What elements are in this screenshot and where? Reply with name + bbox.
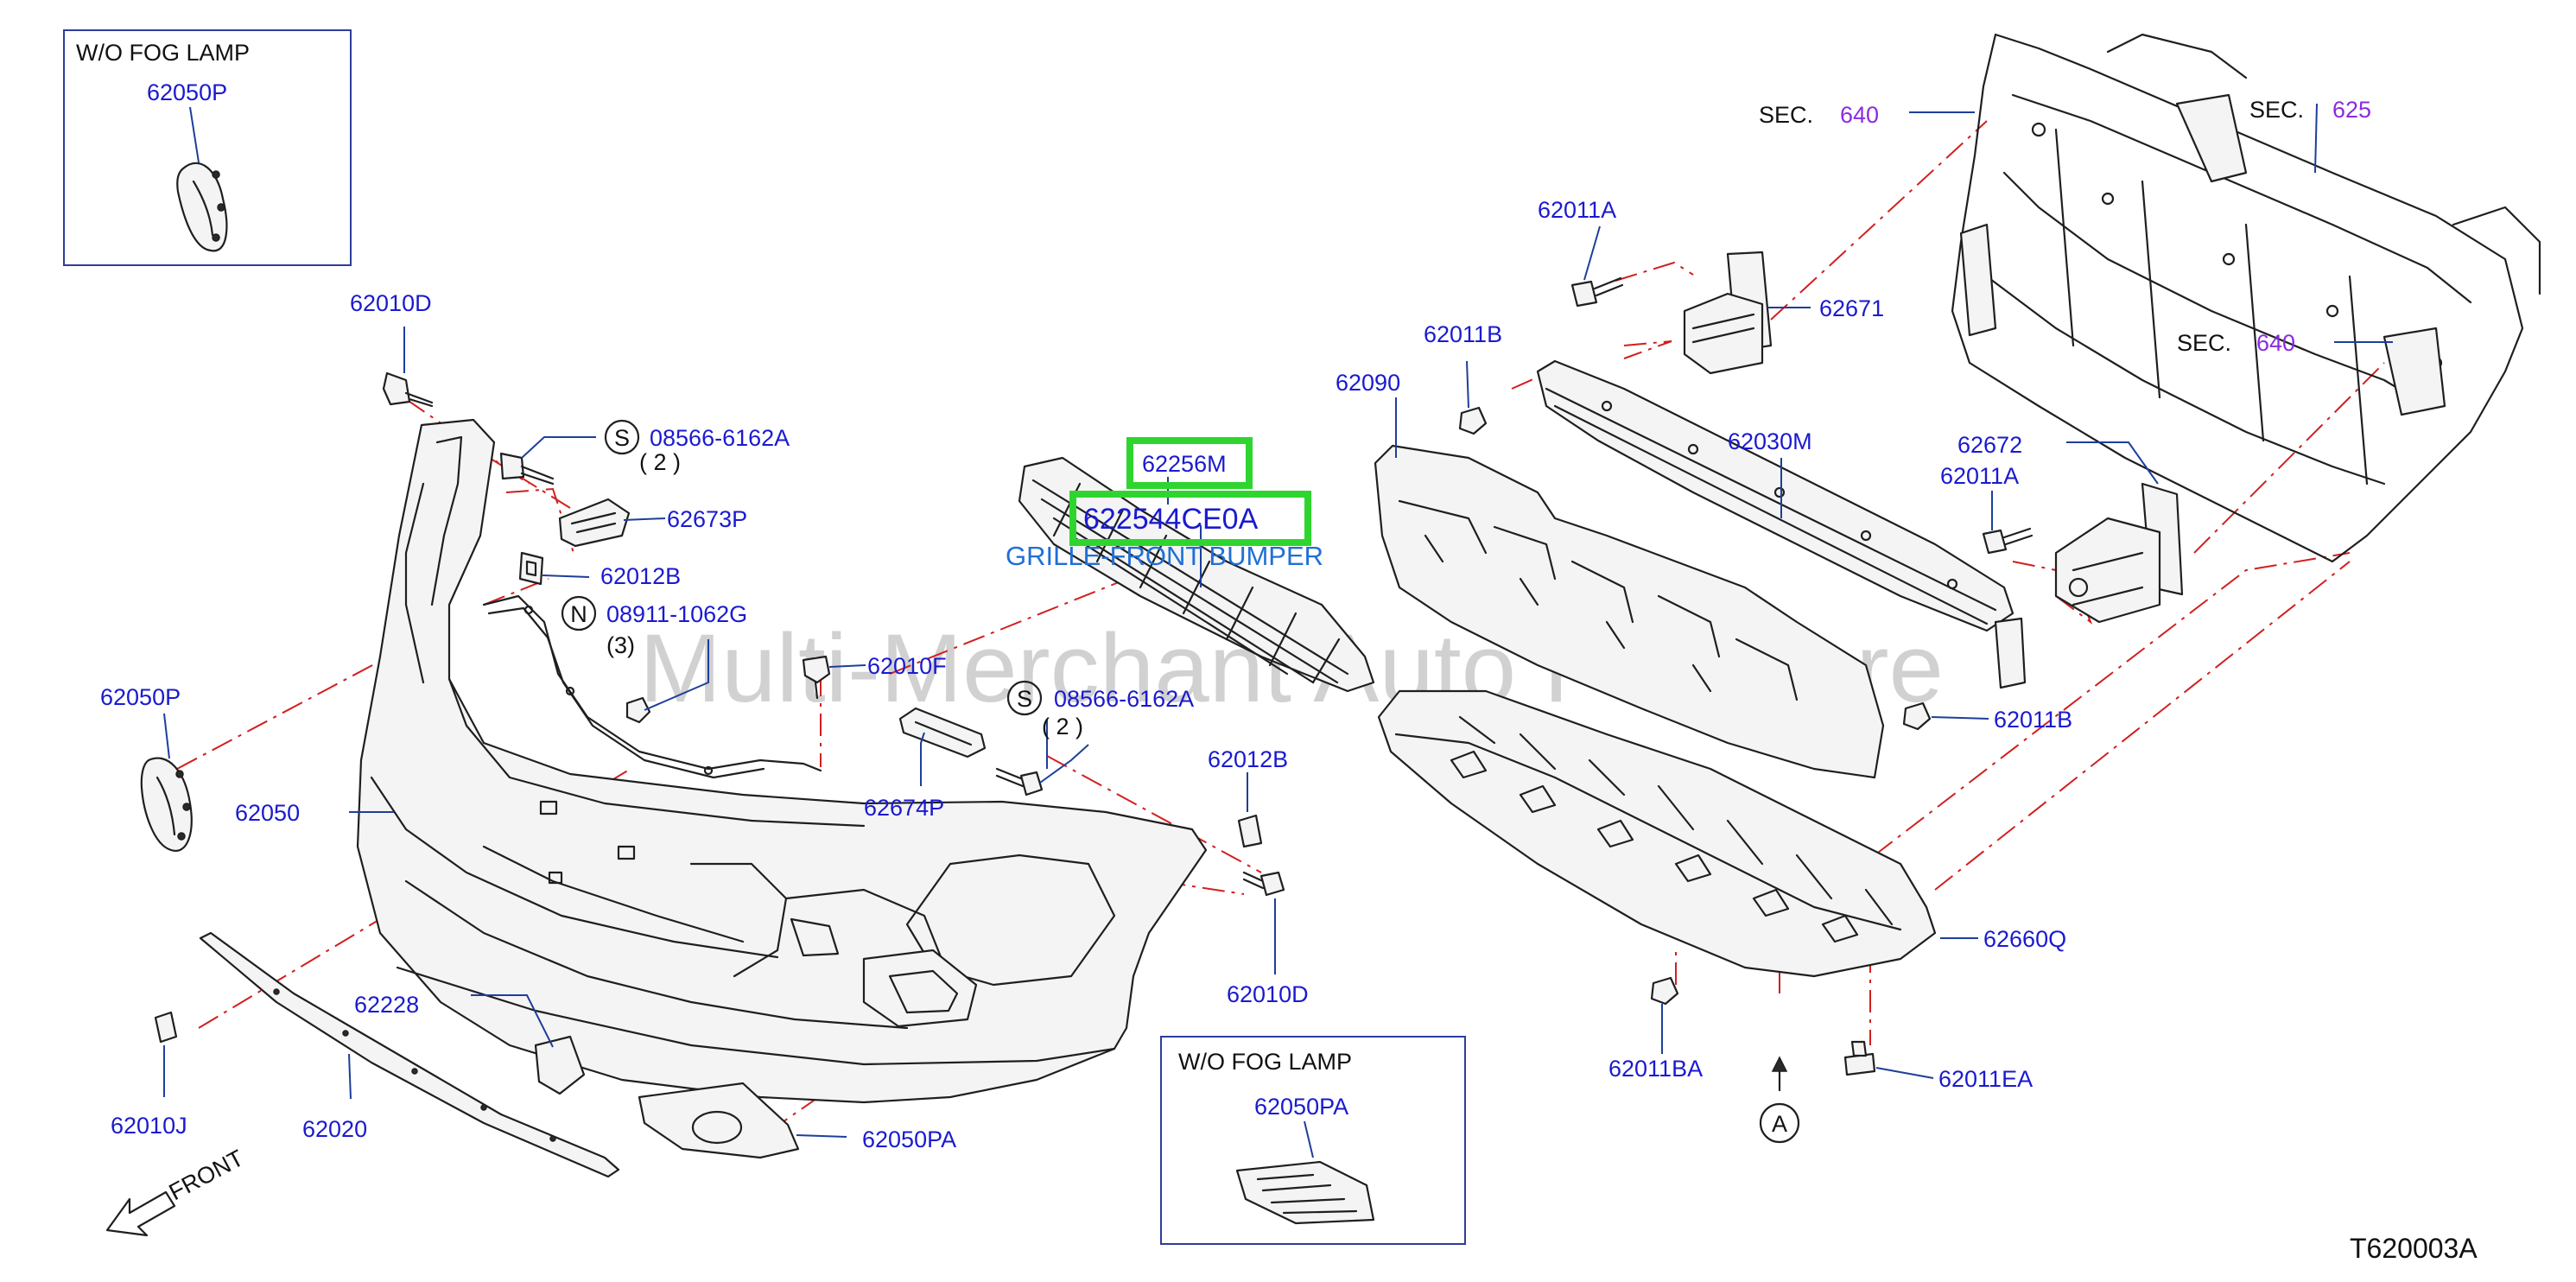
ref-n-letter: N — [570, 601, 587, 627]
bolt-62010D-top-part — [382, 371, 434, 408]
wo-fog-lamp-inset-top — [63, 29, 352, 266]
front-bumper-fascia-62050-part — [356, 418, 1208, 1104]
tow-hook-cap-62228-part — [534, 1035, 586, 1095]
clip-62011EA-part — [1843, 1040, 1876, 1076]
grille-front-bumper-part — [1018, 456, 1375, 693]
front-direction-label: FRONT — [165, 1145, 248, 1205]
leader-lines — [163, 103, 2393, 1138]
part-62012B-right[interactable]: 62012B — [1208, 746, 1288, 772]
view-a-arrow-icon — [1771, 1056, 1788, 1092]
part-62256M[interactable]: 62256M — [1142, 451, 1227, 477]
screw-08566-6162A-left-part — [499, 452, 555, 486]
bracket-62671-part — [1683, 251, 1773, 375]
part-62050PA[interactable]: 62050PA — [862, 1127, 956, 1152]
ref-s-letter-1: S — [614, 425, 630, 451]
part-62050[interactable]: 62050 — [235, 800, 300, 826]
screw-08566-6162A-right-part — [995, 767, 1044, 796]
part-62010J[interactable]: 62010J — [111, 1113, 187, 1139]
part-62671[interactable]: 62671 — [1819, 295, 1884, 321]
part-62011B-top[interactable]: 62011B — [1424, 321, 1502, 347]
fog-cover-62050PA-part — [638, 1082, 800, 1159]
screw-62010D-right-part — [1242, 871, 1285, 897]
bracket-62673P-part — [558, 498, 631, 548]
sec-label-2: SEC. — [2249, 97, 2304, 123]
bolt-62011A-top-part — [1570, 276, 1624, 308]
qty-08566-right: ( 2 ) — [1042, 714, 1083, 739]
wo-fog-lamp-label-bottom: W/O FOG LAMP — [1178, 1049, 1352, 1075]
part-62010F[interactable]: 62010F — [867, 653, 947, 679]
ref-a-letter: A — [1772, 1111, 1787, 1137]
radiator-core-support-part — [1951, 33, 2541, 563]
energy-absorber-62090-part — [1374, 444, 1885, 779]
nut-62011BA-part — [1650, 976, 1679, 1006]
qty-08566-left: ( 2 ) — [639, 449, 681, 475]
upper-retainer-part — [482, 594, 822, 779]
part-62050PA-inset[interactable]: 62050PA — [1254, 1094, 1348, 1120]
fog-cover-62050P-inset-part — [176, 162, 228, 252]
bumper-reinforcement-62030M-part — [1536, 359, 2027, 689]
highlight-62254 — [1069, 491, 1311, 546]
part-62011BA[interactable]: 62011BA — [1608, 1056, 1703, 1082]
sec-625[interactable]: 625 — [2332, 97, 2371, 123]
part-62011EA[interactable]: 62011EA — [1938, 1066, 2033, 1092]
lower-molding-62020-part — [199, 931, 620, 1178]
leader-62050PA-inset — [1304, 1120, 1314, 1158]
diagram-code: T620003A — [2350, 1233, 2478, 1264]
sec-640-right[interactable]: 640 — [2256, 330, 2295, 356]
clip-62012B-left-part — [518, 551, 544, 586]
ref-s-circle-1 — [604, 419, 640, 455]
nut-62011B-top-part — [1458, 406, 1488, 435]
part-62673P[interactable]: 62673P — [667, 506, 747, 532]
fog-cover-62050PA-inset-part — [1235, 1160, 1375, 1225]
undercover-62660Q-part — [1377, 689, 1937, 978]
part-08911-1062G[interactable]: 08911-1062G — [606, 601, 747, 627]
part-62020[interactable]: 62020 — [302, 1116, 367, 1142]
highlight-62256M — [1126, 437, 1253, 489]
sec-640-top[interactable]: 640 — [1840, 102, 1879, 128]
leader-62050P-inset — [189, 106, 200, 163]
bracket-62672-part — [2054, 482, 2184, 624]
clip-62012B-right-part — [1237, 814, 1263, 848]
clip-62010F-part — [802, 655, 831, 700]
wo-fog-lamp-inset-bottom — [1160, 1036, 1466, 1245]
part-62050P-left[interactable]: 62050P — [100, 684, 181, 710]
nut-08911-1062G-part — [625, 696, 651, 724]
ref-s-letter-2: S — [1017, 686, 1032, 712]
qty-08911: (3) — [606, 632, 635, 658]
sec-label-3: SEC. — [2177, 330, 2231, 356]
front-arrow-icon — [105, 1190, 176, 1237]
part-62030M[interactable]: 62030M — [1728, 428, 1812, 454]
part-08566-6162A-left[interactable]: 08566-6162A — [650, 425, 790, 451]
part-08566-6162A-right[interactable]: 08566-6162A — [1054, 686, 1194, 712]
ref-s-circle-2 — [1006, 680, 1043, 716]
ref-a-circle — [1759, 1102, 1800, 1144]
part-62011B-right[interactable]: 62011B — [1994, 707, 2072, 733]
part-62090[interactable]: 62090 — [1336, 370, 1400, 396]
ref-n-circle — [561, 595, 597, 631]
nut-62011B-right-part — [1902, 701, 1932, 731]
part-62011A-top[interactable]: 62011A — [1538, 197, 1616, 223]
part-62660Q[interactable]: 62660Q — [1983, 926, 2066, 952]
fog-cover-62050P-left-part — [140, 757, 193, 853]
bracket-62674P-part — [898, 707, 987, 758]
part-62012B-left[interactable]: 62012B — [600, 563, 681, 589]
part-62050P-inset[interactable]: 62050P — [147, 79, 227, 105]
clip-62010J-part — [154, 1011, 178, 1044]
grille-front-bumper-name: GRILLE-FRONT BUMPER — [1006, 541, 1323, 571]
part-62010D-right[interactable]: 62010D — [1227, 981, 1309, 1007]
part-62674P[interactable]: 62674P — [864, 795, 944, 821]
sec-label-1: SEC. — [1759, 102, 1813, 128]
part-62010D-top[interactable]: 62010D — [350, 290, 432, 316]
part-62228[interactable]: 62228 — [354, 992, 419, 1018]
bolt-62011A-mid-part — [1982, 527, 2034, 555]
part-62672[interactable]: 62672 — [1957, 432, 2022, 458]
part-62254[interactable]: 622544CE0A — [1083, 503, 1259, 536]
wo-fog-lamp-label-top: W/O FOG LAMP — [76, 40, 250, 66]
part-62011A-mid[interactable]: 62011A — [1940, 463, 2019, 489]
